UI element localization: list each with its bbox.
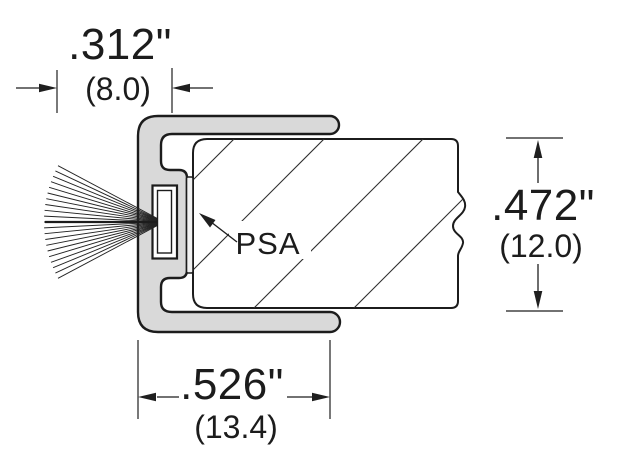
brush-fiber [44, 209, 165, 223]
dim-profile-width-mm: (13.4) [194, 409, 278, 445]
dim-profile-width-in: .526" [180, 360, 284, 409]
brush-fiber [50, 221, 165, 263]
brush-fiber [45, 204, 165, 223]
brush-fiber [46, 221, 165, 246]
brush-fiber [48, 186, 165, 223]
brush-fiber [48, 221, 165, 258]
brush-fiber [55, 221, 165, 274]
brush-fiber [46, 198, 165, 223]
dimension-brush-width: .312" (8.0) [16, 20, 213, 113]
brush-fiber [47, 192, 165, 223]
dimension-substrate-height: .472" (12.0) [491, 137, 595, 312]
brush-fiber [50, 181, 165, 223]
hatch-line [241, 139, 438, 308]
retainer-channel-profile [136, 114, 342, 334]
dim-substrate-height-mm: (12.0) [499, 228, 583, 264]
brush-fiber [52, 221, 165, 269]
brush-fiber [45, 221, 165, 240]
substrate-section [192, 138, 467, 309]
brush-fibers [44, 165, 165, 279]
psa-arrow-icon [199, 213, 216, 228]
psa-label: PSA [235, 226, 300, 261]
dim-brush-width-in: .312" [68, 20, 172, 69]
psa-leader-line [210, 221, 238, 243]
brush-fiber [57, 221, 165, 279]
hatch-line [193, 139, 249, 308]
psa-adhesive-strip [185, 176, 194, 274]
psa-label-backing [229, 221, 311, 259]
brush-fiber [57, 165, 165, 223]
brush-clamp-insert [156, 189, 173, 254]
dim-brush-width-mm: (8.0) [85, 71, 151, 107]
brush-fiber [55, 170, 165, 223]
brush-fiber [44, 221, 165, 235]
brush-fiber [52, 175, 165, 223]
dimension-profile-width: .526" (13.4) [137, 340, 331, 445]
hatch-line [341, 139, 466, 308]
dim-substrate-height-in: .472" [491, 181, 595, 230]
brush-fiber [47, 221, 165, 252]
